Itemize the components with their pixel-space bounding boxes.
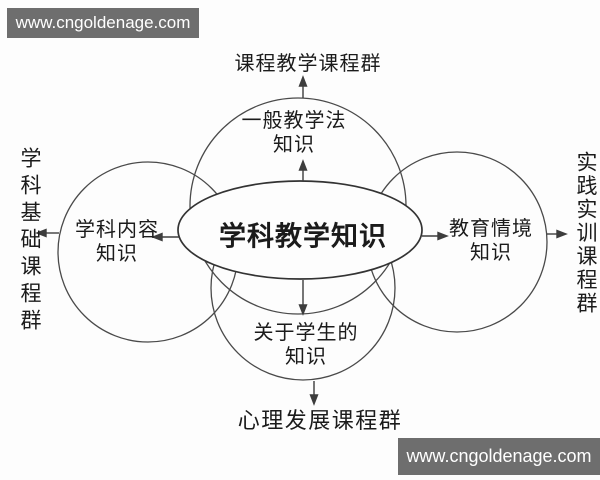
course-group-right-label: 实践实训课程群	[574, 151, 598, 316]
arrow-center-to-left	[151, 232, 179, 242]
label-line: 知识	[285, 346, 327, 368]
top-circle-label: 一般教学法 知识	[242, 109, 347, 157]
label-line: 教育情境	[449, 218, 533, 240]
arrow-right-circle-to-course-group	[547, 229, 568, 239]
label-line: 学科内容	[75, 219, 159, 241]
watermark-top-left: www.cngoldenage.com	[7, 8, 199, 38]
bottom-circle-label: 关于学生的 知识	[254, 321, 359, 369]
label-line: 知识	[470, 242, 512, 264]
watermark-bottom-right: www.cngoldenage.com	[398, 438, 600, 475]
arrow-center-to-bottom	[298, 280, 308, 316]
center-ellipse	[177, 180, 423, 280]
course-group-bottom-label: 心理发展课程群	[237, 408, 403, 433]
label-line: 关于学生的	[253, 322, 359, 344]
arrow-top-circle-to-course-group	[298, 75, 308, 98]
label-line: 知识	[96, 243, 138, 265]
arrow-left-circle-to-course-group	[35, 228, 59, 238]
course-group-left-label: 学科基础课程群	[18, 147, 42, 336]
course-group-top-label: 课程教学课程群	[234, 53, 382, 75]
center-ellipse-label: 学科教学知识	[219, 221, 387, 252]
right-circle-label: 教育情境 知识	[449, 217, 533, 265]
left-circle-label: 学科内容 知识	[75, 218, 159, 266]
label-line: 一般教学法	[241, 110, 347, 132]
label-line: 知识	[273, 134, 315, 156]
arrow-center-to-top	[298, 159, 308, 181]
arrow-bottom-circle-to-course-group	[309, 381, 319, 406]
arrow-center-to-right	[422, 231, 449, 241]
